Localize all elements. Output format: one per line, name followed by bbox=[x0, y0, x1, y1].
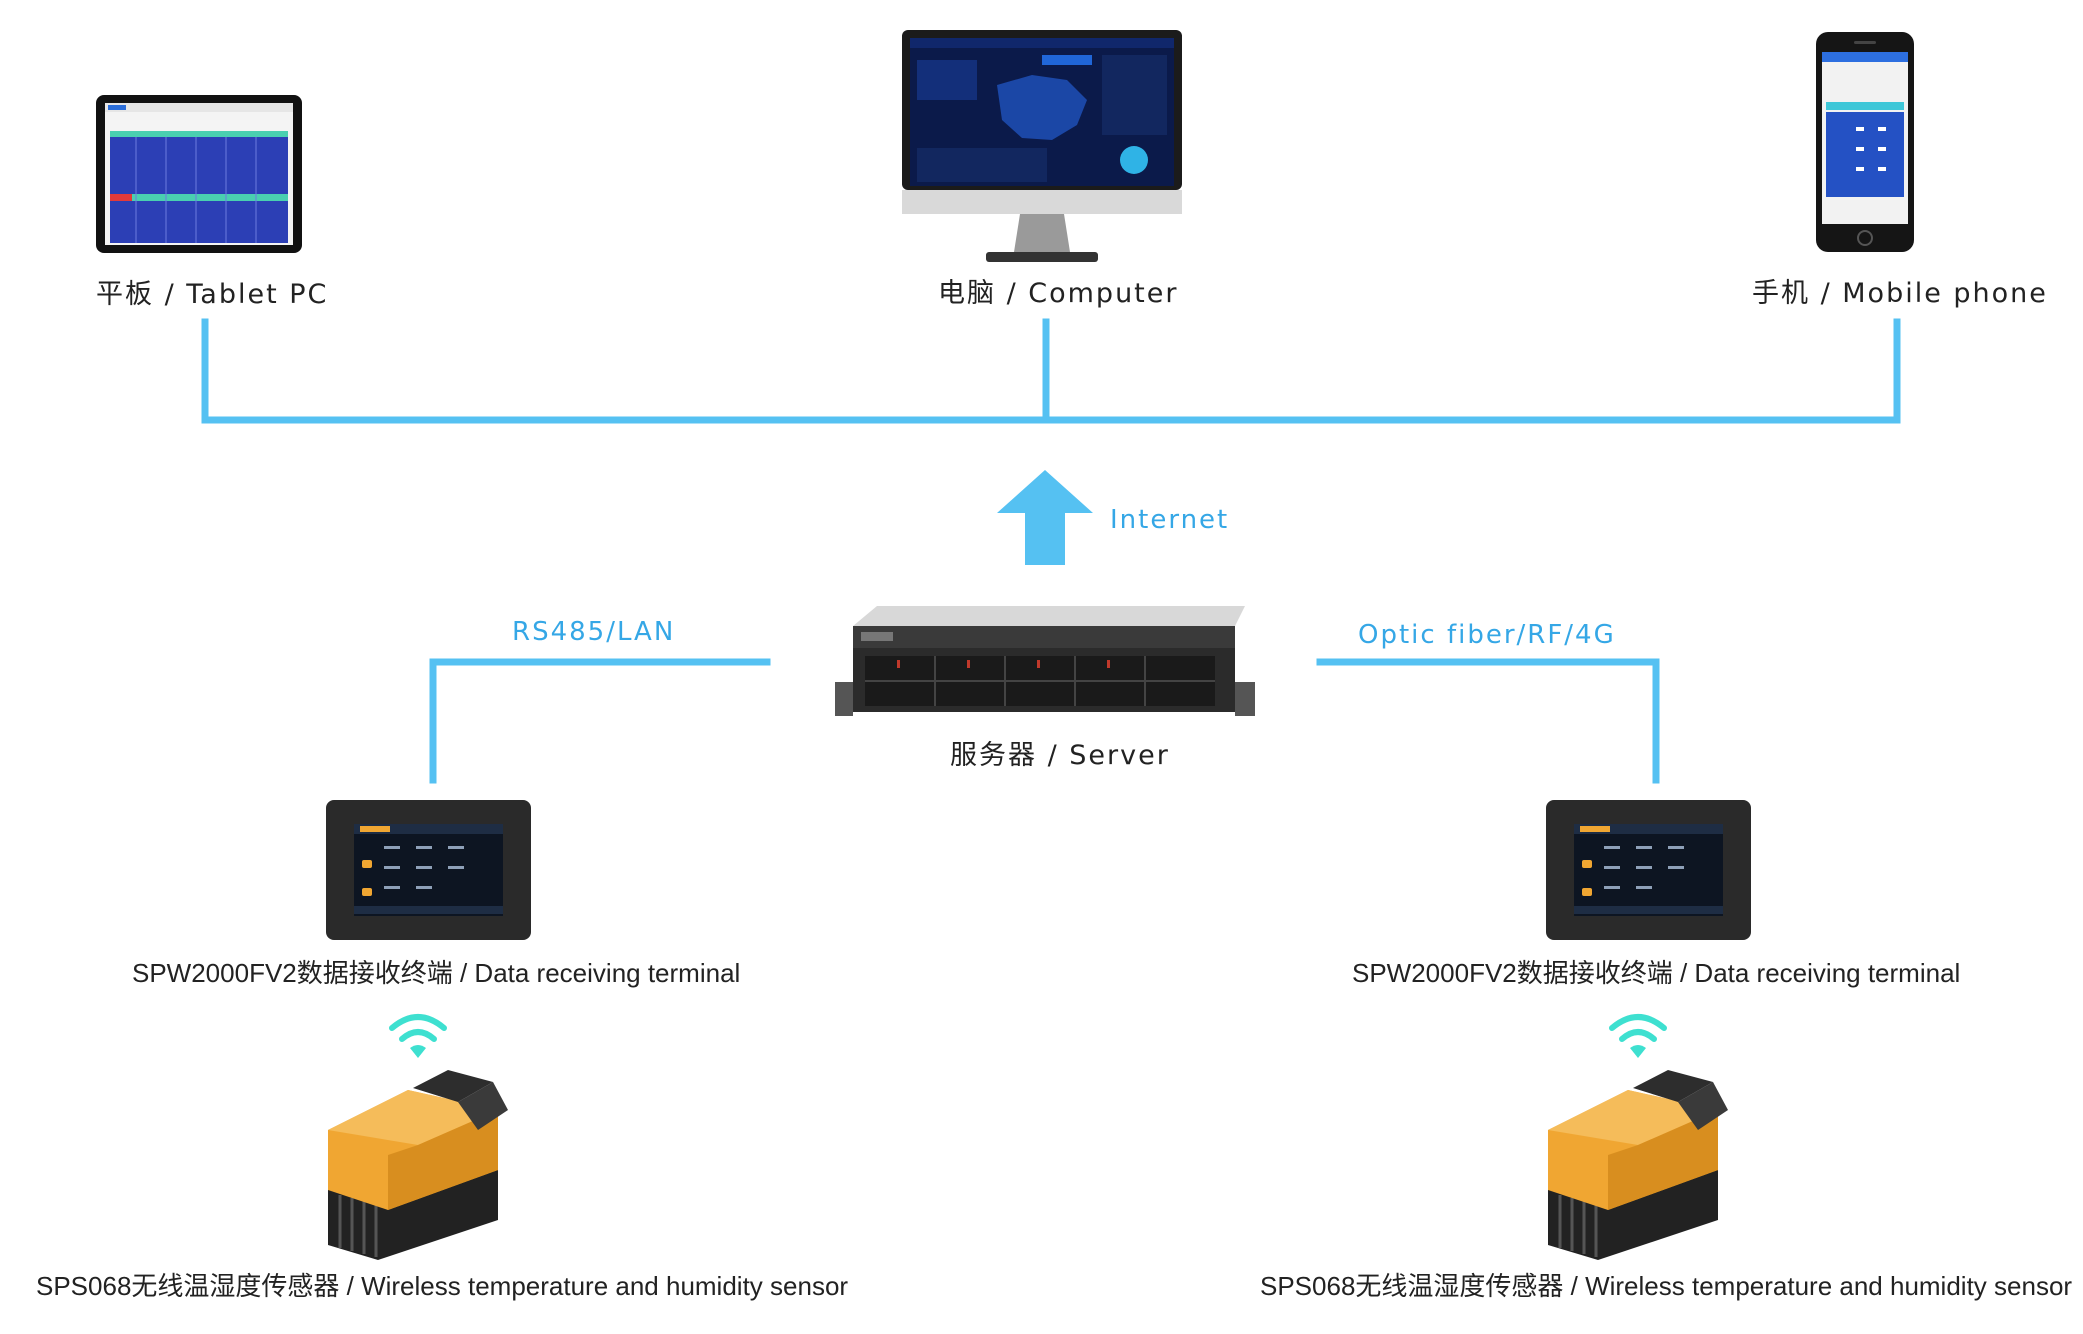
internet-arrow-icon bbox=[997, 470, 1093, 565]
touch-terminal-icon-right bbox=[1546, 800, 1751, 940]
right-link-line bbox=[1316, 658, 1660, 784]
left-link-line bbox=[429, 658, 771, 784]
computer-label: 电脑 / Computer bbox=[938, 278, 1179, 309]
touch-terminal-icon-left bbox=[326, 800, 531, 940]
monitor-icon bbox=[902, 30, 1182, 262]
wifi-icon-right bbox=[1609, 1014, 1667, 1058]
tablet-label: 平板 / Tablet PC bbox=[96, 279, 329, 310]
sensor-icon-right bbox=[1548, 1070, 1728, 1260]
left-terminal-label: SPW2000FV2数据接收终端 / Data receiving termin… bbox=[132, 958, 741, 988]
internet-link-label: Internet bbox=[1110, 505, 1230, 535]
left-sensor-label: SPS068无线温湿度传感器 / Wireless temperature an… bbox=[36, 1271, 849, 1301]
right-sensor-label: SPS068无线温湿度传感器 / Wireless temperature an… bbox=[1260, 1271, 2073, 1301]
rack-server-icon bbox=[835, 606, 1255, 716]
wifi-icon-left bbox=[389, 1014, 447, 1058]
right-terminal-label: SPW2000FV2数据接收终端 / Data receiving termin… bbox=[1352, 958, 1961, 988]
smartphone-icon bbox=[1816, 32, 1914, 252]
right-link-label: Optic fiber/RF/4G bbox=[1358, 620, 1616, 650]
phone-label: 手机 / Mobile phone bbox=[1752, 278, 2048, 309]
tablet-icon bbox=[96, 95, 302, 253]
sensor-icon-left bbox=[328, 1070, 508, 1260]
server-label: 服务器 / Server bbox=[950, 740, 1170, 771]
left-link-label: RS485/LAN bbox=[512, 617, 676, 647]
top-bus-line bbox=[201, 318, 1901, 424]
